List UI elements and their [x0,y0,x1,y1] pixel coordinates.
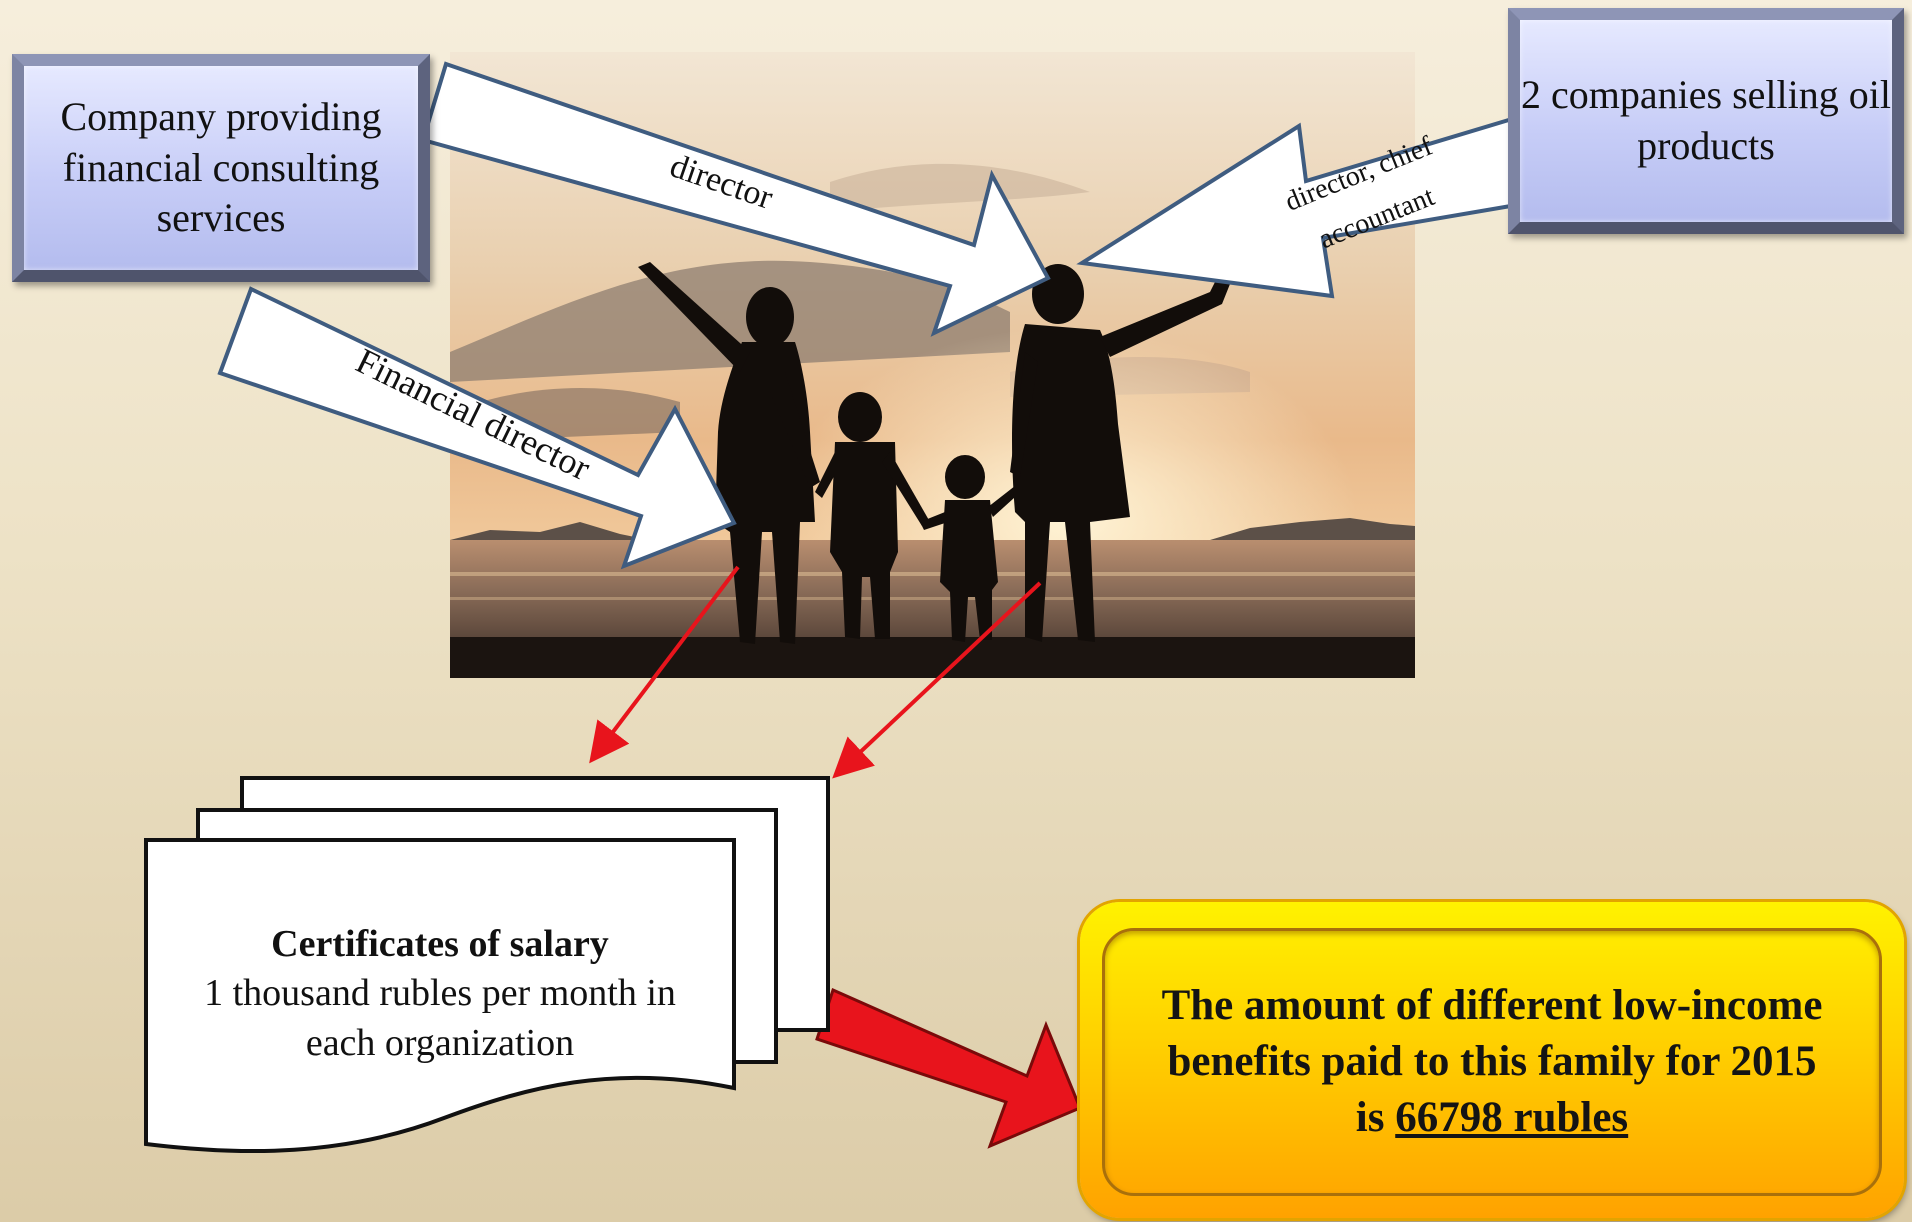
mother-to-certificates-connector [589,565,740,764]
oil-products-companies-box: 2 companies selling oil products [1508,8,1904,234]
financial-consulting-company-box: Company providing financial consulting s… [12,54,430,282]
certificates-line-2: each organization [305,1021,575,1064]
result-line-3: is 66798 rubles [1162,1090,1823,1146]
director-chief-accountant-arrow [1076,113,1543,299]
result-amount: 66798 rubles [1395,1093,1629,1141]
director-arrow [420,61,1051,337]
father-to-certificates-connector [832,581,1042,779]
financial-director-arrow [217,286,737,570]
oil-products-companies-text: 2 companies selling oil products [1521,72,1891,168]
benefits-result-inner: The amount of different low-income benef… [1102,928,1882,1196]
certificates-line-1: 1 thousand rubles per month in [204,972,676,1015]
certificates-title: Certificates of salary [271,923,609,965]
result-arrow [815,987,1082,1149]
benefits-result-box: The amount of different low-income benef… [1080,902,1904,1218]
result-line-2: benefits paid to this family for 2015 [1167,1038,1817,1086]
financial-consulting-company-text: Company providing financial consulting s… [60,93,382,241]
result-line-1: The amount of different low-income [1161,982,1823,1030]
certificate-document-front [144,838,736,1154]
certificates-text: Certificates of salary 1 thousand rubles… [150,920,730,1068]
result-prefix: is [1355,1093,1396,1141]
